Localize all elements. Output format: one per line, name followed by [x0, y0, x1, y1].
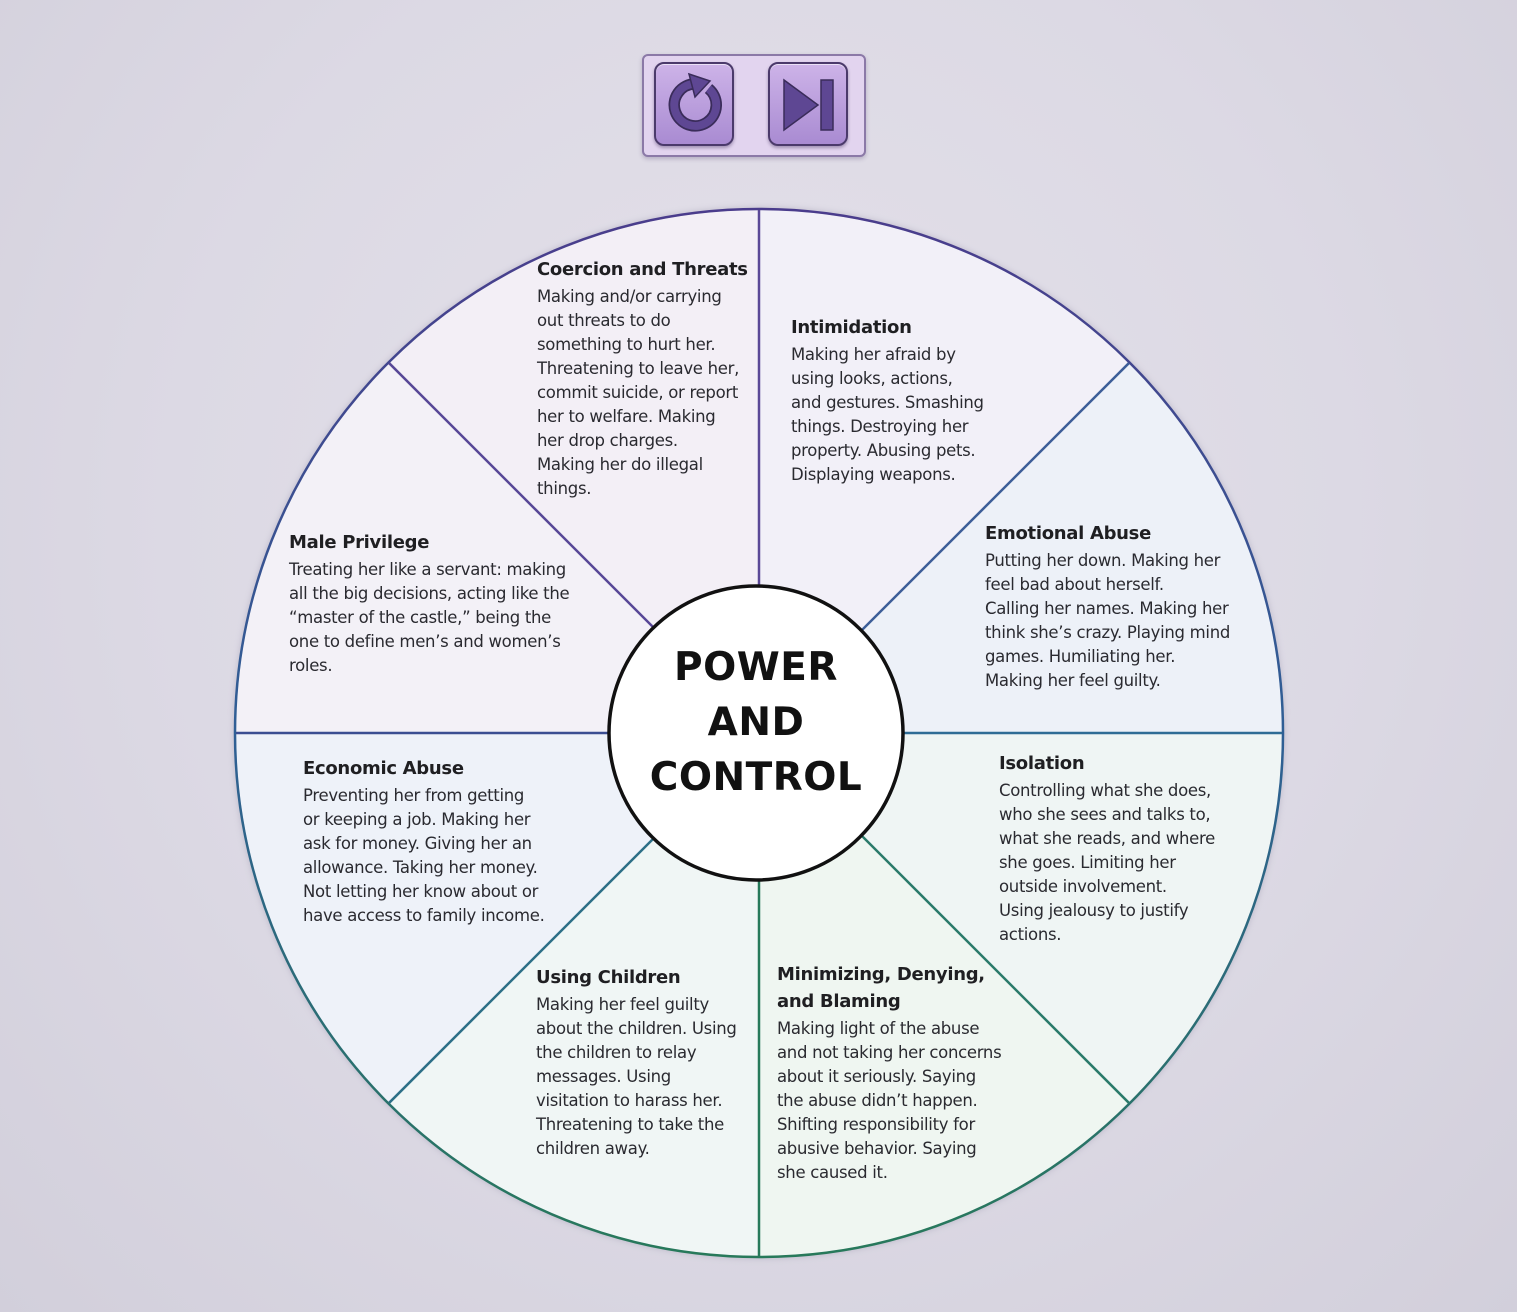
center-title: POWER AND CONTROL — [649, 645, 863, 800]
segment-title: Emotional Abuse — [985, 523, 1152, 544]
toolbar — [642, 54, 866, 157]
segment-using-children: Using Children Making her feel guilty ab… — [536, 964, 756, 1161]
segment-body: Putting her down. Making her feel bad ab… — [985, 551, 1231, 690]
segment-coercion-and-threats: Coercion and Threats Making and/or carry… — [537, 256, 757, 501]
segment-emotional-abuse: Emotional Abuse Putting her down. Making… — [985, 520, 1255, 693]
wheel-sector — [759, 733, 1282, 1103]
wheel-sector — [759, 733, 1129, 1256]
wheel-spoke — [857, 831, 1130, 1104]
segment-minimizing-denying-blaming: Minimizing, Denying, and Blaming Making … — [777, 961, 1022, 1185]
wheel-sector — [389, 210, 759, 733]
segment-title: Using Children — [536, 967, 681, 988]
center-hub — [607, 584, 905, 882]
wheel-spoke — [857, 362, 1130, 635]
wheel-sector — [236, 733, 759, 1103]
segment-title: Economic Abuse — [303, 758, 464, 779]
segment-title: Intimidation — [791, 317, 912, 338]
wheel-sector — [759, 363, 1282, 733]
next-button[interactable] — [768, 62, 848, 146]
segment-intimidation: Intimidation Making her afraid by using … — [791, 314, 1011, 487]
segment-title: Male Privilege — [289, 532, 430, 553]
segment-title: Minimizing, Denying, and Blaming — [777, 964, 985, 1012]
segment-male-privilege: Male Privilege Treating her like a serva… — [289, 529, 599, 678]
restart-button[interactable] — [654, 62, 734, 146]
restart-icon — [656, 64, 732, 144]
skip-next-icon — [770, 64, 846, 144]
segment-isolation: Isolation Controlling what she does, who… — [999, 750, 1239, 947]
segment-title: Isolation — [999, 753, 1085, 774]
wheel-spoke — [388, 362, 661, 635]
segment-title: Coercion and Threats — [537, 259, 748, 280]
wheel-sector — [759, 210, 1129, 733]
wheel-spoke — [388, 831, 661, 1104]
segment-body: Making light of the abuse and not taking… — [777, 1019, 1002, 1182]
segment-body: Preventing her from getting or keeping a… — [303, 786, 545, 925]
segment-body: Making her feel guilty about the childre… — [536, 995, 737, 1158]
segment-body: Treating her like a servant: making all … — [289, 560, 570, 675]
segment-economic-abuse: Economic Abuse Preventing her from getti… — [303, 755, 573, 928]
wheel-sector — [236, 363, 759, 733]
segment-body: Making her afraid by using looks, action… — [791, 345, 984, 484]
segment-body: Making and/or carrying out threats to do… — [537, 287, 740, 498]
wheel-sector — [389, 733, 759, 1256]
segment-body: Controlling what she does, who she sees … — [999, 781, 1215, 944]
